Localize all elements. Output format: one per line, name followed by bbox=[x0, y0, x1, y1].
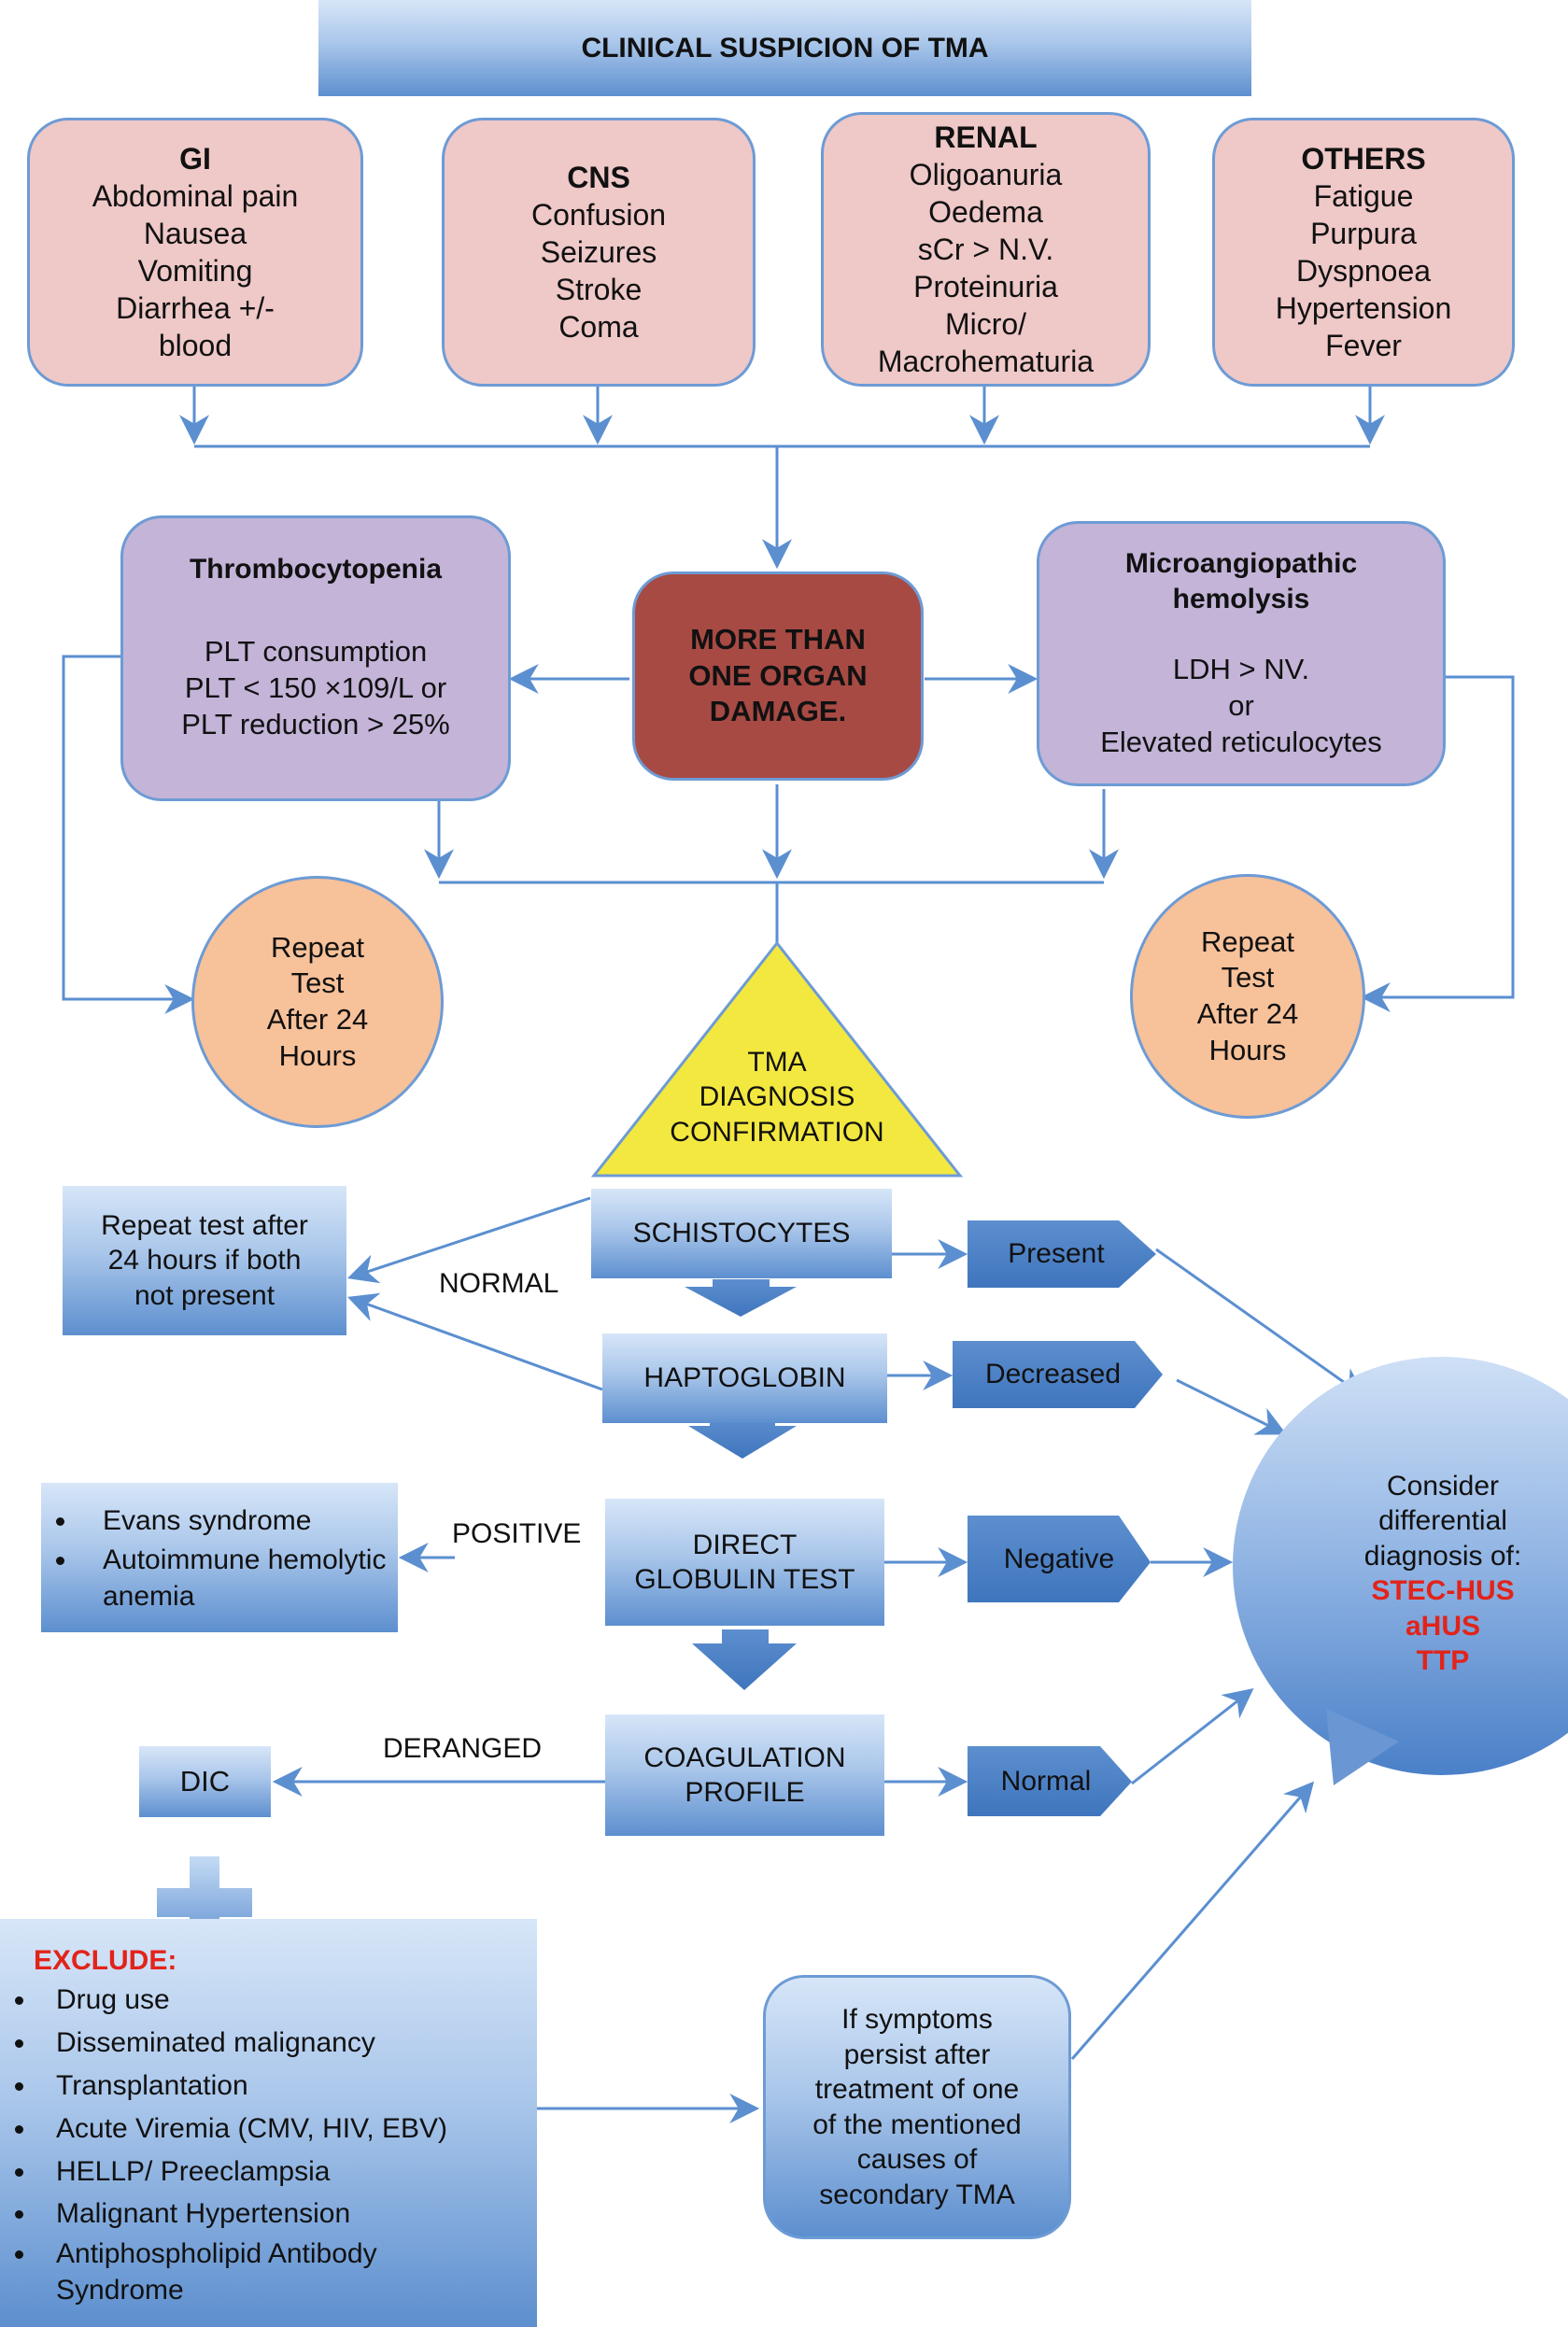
list-item: Transplantation bbox=[37, 2065, 537, 2108]
down-arrow-icon bbox=[688, 1417, 797, 1459]
negative-tag bbox=[968, 1516, 1151, 1602]
decreased-label: Decreased bbox=[984, 1359, 1122, 1389]
repeat-test-circle-left: Repeat Test After 24 Hours bbox=[191, 876, 444, 1128]
present-tag bbox=[968, 1220, 1156, 1288]
down-arrow-icon bbox=[685, 1279, 797, 1317]
organ-box-cns: CNS Confusion Seizures Stroke Coma bbox=[442, 118, 756, 387]
haptoglobin-box: HAPTOGLOBIN bbox=[602, 1333, 887, 1423]
diagnosis-ahus: aHUS bbox=[1405, 1610, 1481, 1642]
evans-box: Evans syndrome Autoimmune hemolytic anem… bbox=[41, 1483, 398, 1632]
persist-box: If symptoms persist after treatment of o… bbox=[763, 1975, 1071, 2239]
present-label: Present bbox=[1008, 1238, 1105, 1269]
repeat-test-box: Repeat test after 24 hours if both not p… bbox=[63, 1186, 346, 1335]
list-item: Antiphospholipid Antibody Syndrome bbox=[37, 2235, 504, 2308]
list-item: HELLP/ Preeclampsia bbox=[37, 2151, 537, 2193]
deranged-label: DERANGED bbox=[383, 1733, 543, 1764]
decreased-tag bbox=[953, 1341, 1163, 1408]
thrombocytopenia-box: Thrombocytopenia PLT consumption PLT < 1… bbox=[120, 515, 511, 801]
list-item: Evans syndrome bbox=[78, 1500, 398, 1542]
normal-label: NORMAL bbox=[439, 1268, 559, 1299]
consider-text: Consider differential diagnosis of: STEC… bbox=[1270, 1452, 1568, 1695]
positive-label: POSITIVE bbox=[452, 1518, 582, 1549]
plus-icon bbox=[157, 1856, 252, 1950]
schistocytes-box: SCHISTOCYTES bbox=[591, 1189, 892, 1278]
exclude-title: EXCLUDE: bbox=[34, 1945, 177, 1976]
consider-bubble bbox=[1233, 1357, 1568, 1785]
tma-confirmation-label: TMA DIAGNOSIS CONFIRMATION bbox=[670, 1046, 884, 1148]
exclude-box: EXCLUDE: Drug use Disseminated malignanc… bbox=[0, 1919, 537, 2327]
microangiopathic-hemolysis-box: Microangiopathic hemolysis LDH > NV. or … bbox=[1037, 521, 1446, 786]
list-item: Acute Viremia (CMV, HIV, EBV) bbox=[37, 2108, 537, 2151]
direct-globulin-test-box: DIRECT GLOBULIN TEST bbox=[605, 1499, 884, 1626]
coagulation-profile-box: COAGULATION PROFILE bbox=[605, 1714, 884, 1836]
title-bar: CLINICAL SUSPICION OF TMA bbox=[318, 0, 1251, 96]
diagnosis-stec-hus: STEC-HUS bbox=[1371, 1575, 1515, 1606]
tma-confirmation-triangle bbox=[590, 940, 964, 1178]
list-item: Malignant Hypertension bbox=[37, 2193, 537, 2235]
list-item: Autoimmune hemolytic anemia bbox=[78, 1542, 398, 1615]
normal-tag bbox=[968, 1746, 1132, 1816]
dic-box: DIC bbox=[139, 1746, 271, 1817]
diagnosis-ttp: TTP bbox=[1416, 1645, 1470, 1676]
down-arrow-icon bbox=[692, 1629, 797, 1690]
normal-result-label: Normal bbox=[1000, 1765, 1092, 1797]
organ-box-gi: GI Abdominal pain Nausea Vomiting Diarrh… bbox=[27, 118, 363, 387]
organ-box-renal: RENAL Oligoanuria Oedema sCr > N.V. Prot… bbox=[821, 112, 1151, 387]
organ-box-others: OTHERS Fatigue Purpura Dyspnoea Hyperten… bbox=[1212, 118, 1515, 387]
organ-damage-box: MORE THAN ONE ORGAN DAMAGE. bbox=[632, 571, 924, 781]
page-title: CLINICAL SUSPICION OF TMA bbox=[581, 32, 989, 63]
list-item: Drug use bbox=[37, 1979, 537, 2022]
negative-label: Negative bbox=[1003, 1543, 1115, 1574]
list-item: Disseminated malignancy bbox=[37, 2022, 537, 2065]
repeat-test-circle-right: Repeat Test After 24 Hours bbox=[1130, 874, 1365, 1119]
